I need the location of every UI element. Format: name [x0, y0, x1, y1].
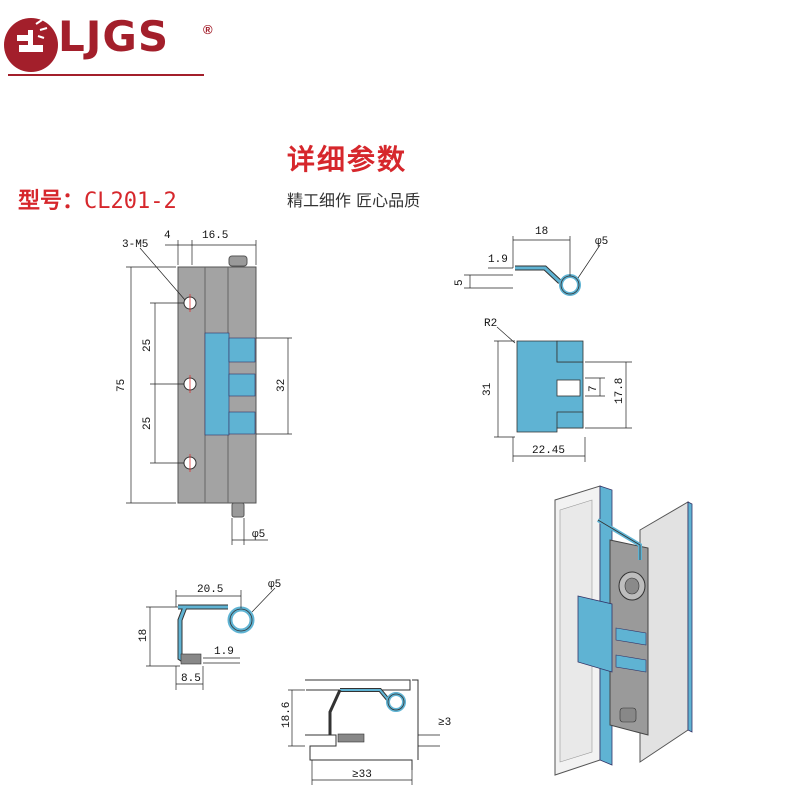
dim-bottom-base: 8.5 — [181, 673, 201, 685]
page-subtitle: 精工细作 匠心品质 — [287, 191, 421, 210]
dim-knuckle-span: 17.8 — [614, 378, 626, 404]
install-view-drawing — [288, 679, 440, 785]
dim-top-width: 16.5 — [202, 230, 228, 242]
dim-top-height: 5 — [454, 279, 466, 286]
dim-bottom-height: 18 — [138, 629, 150, 642]
dim-knuckle-gap: 7 — [588, 385, 600, 392]
dim-bottom-width: 20.5 — [197, 584, 223, 596]
brand-logo-icon — [4, 18, 58, 72]
dim-bottom-thickness: 1.9 — [214, 646, 234, 658]
dim-top-left: 4 — [164, 230, 171, 242]
dim-top-pin-dia: φ5 — [595, 236, 608, 248]
dim-holes: 3-M5 — [122, 239, 148, 251]
dim-hole-pitch-top: 25 — [142, 339, 154, 352]
leaf-view-drawing — [494, 326, 632, 462]
brand-name: LJGS — [58, 12, 170, 61]
dim-install-gap: ≥3 — [438, 717, 451, 729]
model-label: 型号： — [18, 189, 85, 214]
dim-leaf-width: 22.45 — [532, 445, 565, 457]
dim-leaf-radius: R2 — [484, 318, 497, 330]
registered-mark: ® — [203, 22, 213, 37]
isometric-render — [554, 485, 693, 776]
model-number: 型号：CL201-2 — [18, 183, 177, 215]
model-value: CL201-2 — [84, 189, 177, 214]
dim-install-height: 18.6 — [281, 702, 293, 728]
top-side-view-drawing — [464, 236, 601, 296]
dim-install-panel: ≥33 — [352, 769, 372, 781]
bottom-side-view-drawing — [146, 587, 276, 690]
dim-leaf-height-31: 31 — [482, 382, 494, 396]
dim-height-total: 75 — [116, 379, 128, 392]
dim-hole-pitch-bottom: 25 — [142, 417, 154, 430]
dim-leaf-height: 32 — [276, 379, 288, 392]
dim-top-width-18: 18 — [535, 226, 548, 238]
dim-bottom-pin-dia: φ5 — [268, 579, 281, 591]
front-view-drawing — [126, 240, 292, 545]
page-title: 详细参数 — [287, 143, 408, 176]
brand-underline — [8, 74, 204, 76]
dim-pin-dia: φ5 — [252, 529, 265, 541]
dim-top-thickness: 1.9 — [488, 254, 508, 266]
